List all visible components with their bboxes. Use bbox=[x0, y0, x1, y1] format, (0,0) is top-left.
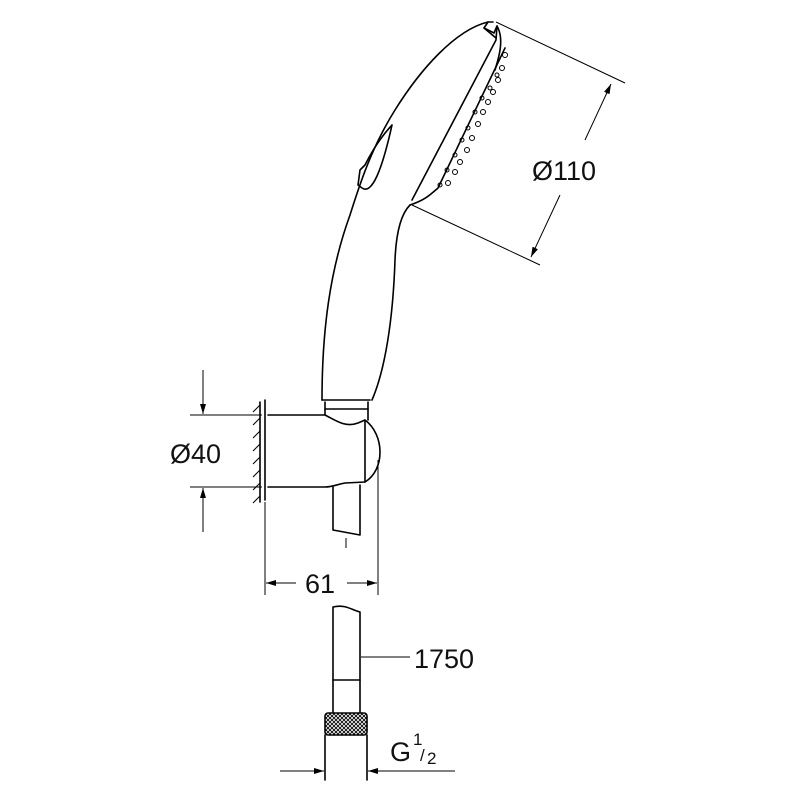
dimension-head bbox=[411, 21, 626, 266]
hose-length-label: 1750 bbox=[414, 644, 474, 674]
dimension-holder-diameter bbox=[190, 370, 262, 532]
holder-diameter-label: Ø40 bbox=[170, 439, 221, 469]
head-diameter-label: Ø110 bbox=[532, 156, 596, 186]
hand-shower bbox=[321, 21, 508, 401]
thread-denominator: 2 bbox=[427, 749, 436, 768]
wall-holder bbox=[252, 399, 381, 548]
dimension-holder-depth bbox=[264, 460, 379, 595]
hose bbox=[324, 605, 368, 781]
thread-slash: / bbox=[420, 746, 425, 765]
thread-label: G bbox=[390, 737, 411, 767]
spray-nozzles bbox=[437, 52, 508, 188]
hose-nut bbox=[324, 712, 368, 736]
thread-numerator: 1 bbox=[413, 730, 422, 749]
holder-depth-label: 61 bbox=[305, 569, 335, 599]
